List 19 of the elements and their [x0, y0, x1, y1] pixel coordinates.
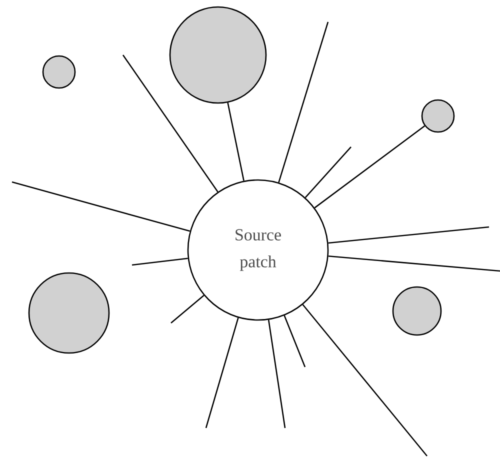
line [132, 258, 188, 266]
line [314, 125, 426, 208]
line [304, 146, 352, 198]
line [12, 181, 190, 232]
line [227, 102, 244, 181]
line [328, 226, 490, 244]
circle-shape [421, 99, 455, 133]
circle-shape [28, 272, 110, 354]
circle-shape [169, 6, 267, 104]
line [122, 54, 218, 192]
line [268, 320, 286, 428]
line [170, 294, 204, 324]
line [205, 318, 239, 428]
circle-shape [42, 55, 76, 89]
line [278, 22, 329, 183]
circle-shape [392, 286, 442, 336]
line [328, 255, 500, 272]
line [284, 315, 306, 368]
line [302, 304, 428, 456]
